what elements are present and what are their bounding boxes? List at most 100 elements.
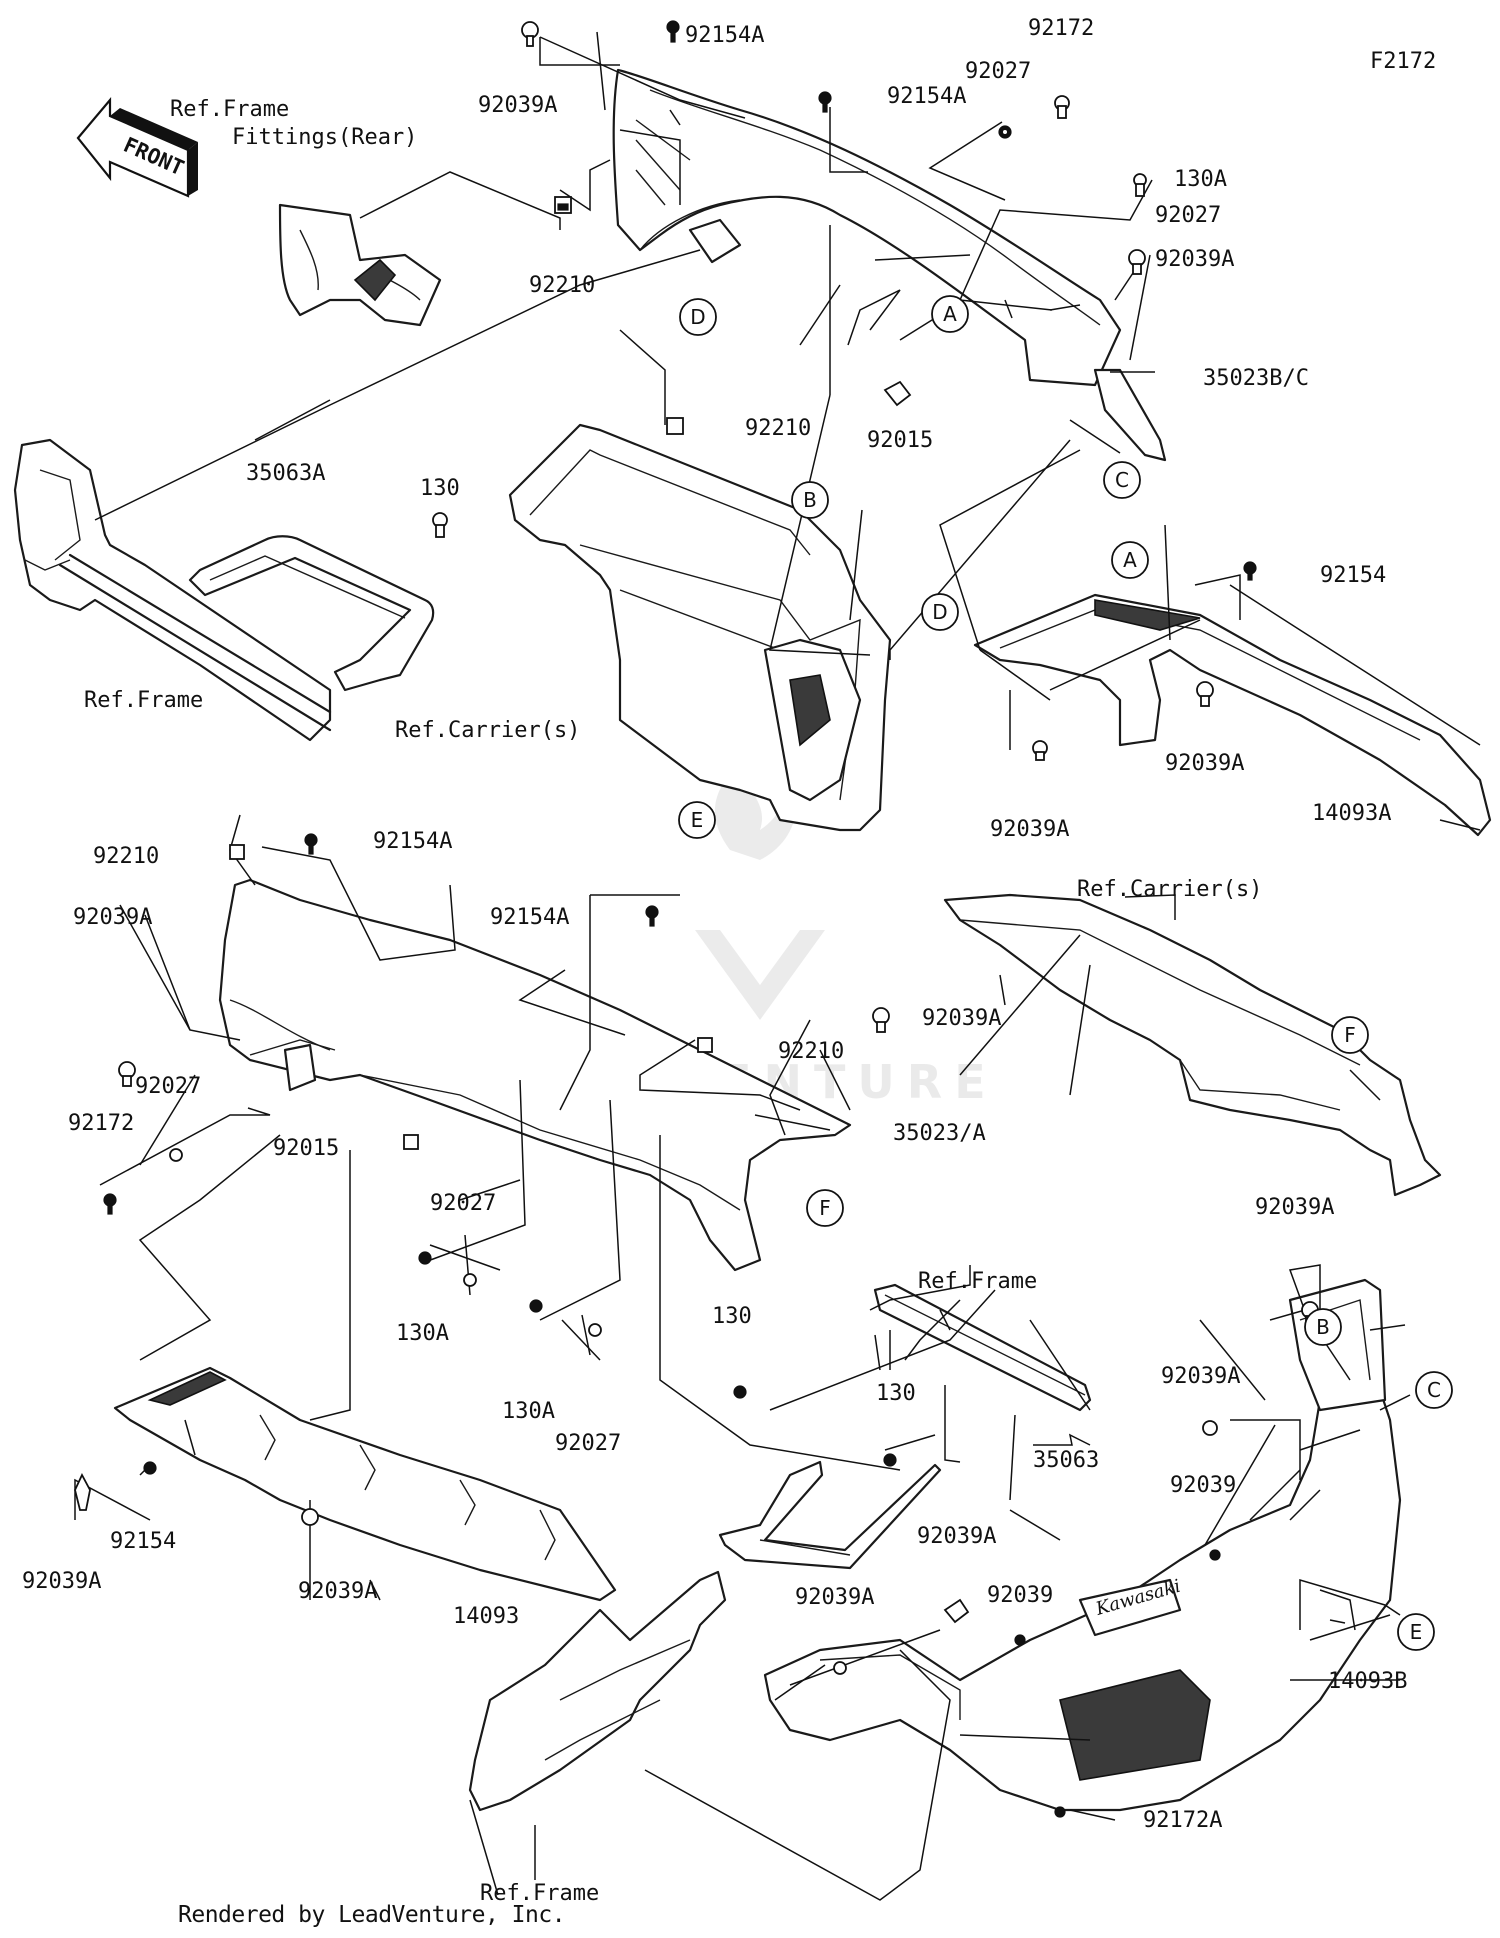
- label-92172a: 92172A: [1143, 1808, 1222, 1833]
- callout-f: F: [1331, 1016, 1369, 1054]
- svg-text:C: C: [1427, 1378, 1441, 1402]
- clip-92039a-icon: [118, 1061, 136, 1087]
- label-92027: 92027: [1155, 203, 1221, 228]
- label-ref-frame: Ref.Frame: [918, 1269, 1037, 1294]
- lower-skirt-14093: [113, 1366, 617, 1602]
- bolt-130a-icon: [529, 1299, 543, 1313]
- label-92039: 92039: [1170, 1473, 1236, 1498]
- label-92210: 92210: [778, 1039, 844, 1064]
- label-35023bc: 35023B/C: [1203, 366, 1309, 391]
- callout-d: D: [921, 593, 959, 631]
- label-92027: 92027: [135, 1074, 201, 1099]
- label-92172: 92172: [1028, 16, 1094, 41]
- fasteners: [74, 20, 1319, 1818]
- clip-92039a-icon: [1128, 249, 1146, 275]
- grommet-92015-icon: [403, 1134, 419, 1150]
- bolt-130-icon: [432, 512, 448, 538]
- svg-text:A: A: [1123, 548, 1137, 572]
- bolt-130-icon: [883, 1453, 897, 1467]
- label-130: 130: [876, 1381, 916, 1406]
- svg-text:D: D: [690, 305, 705, 329]
- callout-e: E: [1397, 1613, 1435, 1651]
- footer-credit: Rendered by LeadVenture, Inc.: [178, 1902, 566, 1928]
- label-92027: 92027: [555, 1431, 621, 1456]
- label-130a: 130A: [396, 1321, 449, 1346]
- label-92027: 92027: [430, 1191, 496, 1216]
- callout-c: C: [1103, 461, 1141, 499]
- screw-92154-icon: [143, 1461, 157, 1475]
- frame-section-left: [13, 438, 332, 742]
- side-skirt-14093a: [973, 593, 1492, 837]
- clip-92039a-icon: [74, 1472, 91, 1511]
- label-92154a: 92154A: [685, 23, 764, 48]
- clip-92039a-icon: [943, 1598, 970, 1624]
- label-130a: 130A: [502, 1399, 555, 1424]
- label-130: 130: [420, 476, 460, 501]
- label-14093b: 14093B: [1328, 1669, 1407, 1694]
- label-92154a: 92154A: [373, 829, 452, 854]
- clip-92039a-icon: [301, 1508, 319, 1526]
- screw-92154a-icon: [818, 91, 832, 113]
- frame-chassis-bottom: [468, 1570, 727, 1812]
- screw-92154-icon: [1243, 561, 1257, 581]
- label-92039a: 92039A: [73, 905, 152, 930]
- diagram-code: F2172: [1370, 49, 1436, 74]
- frame-section-lower: [873, 1283, 1092, 1412]
- label-14093: 14093: [453, 1604, 519, 1629]
- washer-92027-icon: [588, 1323, 602, 1337]
- callout-b: B: [1304, 1308, 1342, 1346]
- svg-text:F: F: [1344, 1023, 1356, 1047]
- callout-e: E: [678, 801, 716, 839]
- bolt-130a-icon: [418, 1251, 432, 1265]
- clip-92039a-icon: [521, 21, 539, 47]
- label-35023a: 35023/A: [893, 1121, 986, 1146]
- side-panel-35023a: [218, 878, 852, 1272]
- screw-92172-icon: [103, 1193, 117, 1215]
- label-35063a: 35063A: [246, 461, 325, 486]
- screw-92039-icon: [1209, 1549, 1221, 1561]
- clip-92039a-icon: [1202, 1420, 1218, 1436]
- nut-92210-icon: [229, 844, 245, 860]
- label-92039: 92039: [987, 1583, 1053, 1608]
- label-35063: 35063: [1033, 1448, 1099, 1473]
- svg-text:E: E: [691, 808, 704, 832]
- label-92039a: 92039A: [22, 1569, 101, 1594]
- washer-92027-icon: [169, 1148, 183, 1162]
- front-arrow-icon: FRONT: [76, 96, 198, 198]
- label-92039a: 92039A: [990, 817, 1069, 842]
- label-92154a: 92154A: [887, 84, 966, 109]
- label-92027: 92027: [965, 59, 1031, 84]
- label-14093a: 14093A: [1312, 801, 1391, 826]
- screw-92172a-icon: [1054, 1806, 1066, 1818]
- label-92039a: 92039A: [917, 1524, 996, 1549]
- screw-92154a-icon: [666, 20, 680, 43]
- label-92039a: 92039A: [795, 1585, 874, 1610]
- callout-a: A: [931, 295, 969, 333]
- callout-a: A: [1111, 541, 1149, 579]
- label-92210: 92210: [93, 844, 159, 869]
- label-92039a: 92039A: [1161, 1364, 1240, 1389]
- washer-92027-icon: [463, 1273, 477, 1287]
- label-92039a: 92039A: [478, 93, 557, 118]
- label-92172: 92172: [68, 1111, 134, 1136]
- label-92210: 92210: [529, 273, 595, 298]
- part-labels: 92039A 92154A 92154A 92027 92172 130A 92…: [22, 16, 1407, 1906]
- callout-b: B: [791, 481, 829, 519]
- nut-92210-icon: [554, 196, 572, 214]
- callout-f: F: [806, 1189, 844, 1227]
- washer-92027-icon: [998, 125, 1012, 139]
- label-ref-frame: Ref.Frame: [170, 97, 289, 122]
- label-92154: 92154: [110, 1529, 176, 1554]
- svg-text:A: A: [943, 302, 957, 326]
- svg-text:B: B: [1316, 1315, 1330, 1339]
- label-92154: 92154: [1320, 563, 1386, 588]
- svg-text:C: C: [1115, 468, 1129, 492]
- label-92154a: 92154A: [490, 905, 569, 930]
- label-92039a: 92039A: [1165, 751, 1244, 776]
- callout-d: D: [679, 298, 717, 336]
- clip-92039a-icon: [833, 1661, 847, 1675]
- label-fittings-rear: Fittings(Rear): [232, 125, 417, 150]
- screw-92172-icon: [1054, 95, 1070, 119]
- nut-92210-icon: [666, 417, 684, 435]
